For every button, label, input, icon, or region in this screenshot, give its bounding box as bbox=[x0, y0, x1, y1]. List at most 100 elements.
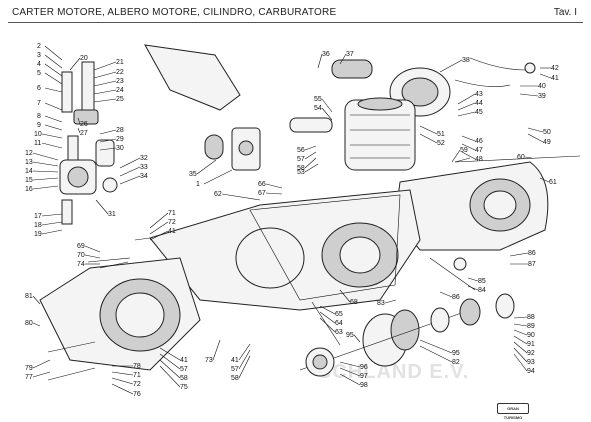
callout-label-95b: 95 bbox=[452, 350, 460, 357]
cylinder-group bbox=[289, 67, 451, 171]
callout-label-38: 38 bbox=[462, 57, 470, 64]
callout-label-82: 82 bbox=[452, 359, 460, 366]
callout-leader-57b bbox=[159, 353, 181, 370]
callout-leader-34 bbox=[119, 175, 141, 185]
callout-leader-70 bbox=[84, 254, 101, 259]
callout-leader-2 bbox=[44, 45, 63, 61]
callout-label-85: 85 bbox=[478, 278, 486, 285]
callout-label-72a: 72 bbox=[168, 219, 176, 226]
callout-label-8: 8 bbox=[37, 113, 41, 120]
intake-group bbox=[144, 44, 261, 171]
callout-label-19: 19 bbox=[34, 231, 42, 238]
callout-leader-19 bbox=[41, 229, 63, 235]
callout-label-73: 73 bbox=[205, 357, 213, 364]
callout-leader-80 bbox=[32, 322, 41, 327]
callout-leader-48 bbox=[461, 151, 476, 160]
callout-leader-45 bbox=[457, 111, 476, 117]
callout-leader-56 bbox=[304, 145, 317, 151]
callout-leader-68 bbox=[339, 289, 351, 303]
callout-label-30: 30 bbox=[116, 145, 124, 152]
callout-label-67: 67 bbox=[258, 190, 266, 197]
callout-label-43: 43 bbox=[475, 91, 483, 98]
callout-label-41c: 41 bbox=[180, 357, 188, 364]
callout-label-58a: 58 bbox=[297, 165, 305, 172]
logo-text: GRAN TURISMO bbox=[503, 406, 523, 420]
callout-leader-88 bbox=[513, 316, 528, 319]
callout-leader-28 bbox=[99, 129, 117, 135]
callout-leader-44 bbox=[457, 102, 476, 111]
callout-leader-25 bbox=[93, 98, 117, 103]
callout-leader-53 bbox=[304, 163, 319, 173]
callout-leader-8 bbox=[44, 115, 63, 123]
callout-leader-85 bbox=[467, 277, 479, 282]
callout-label-71b: 71 bbox=[133, 372, 141, 379]
callout-label-74: 74 bbox=[77, 261, 85, 268]
callout-leader-60 bbox=[524, 156, 533, 159]
callout-label-16: 16 bbox=[25, 186, 33, 193]
callout-leader-31 bbox=[95, 199, 109, 215]
callout-leader-6 bbox=[44, 87, 63, 93]
callout-label-26: 26 bbox=[80, 121, 88, 128]
callout-label-21: 21 bbox=[116, 59, 124, 66]
callout-leader-3 bbox=[44, 54, 63, 69]
callout-label-97: 97 bbox=[360, 373, 368, 380]
callout-label-49: 49 bbox=[543, 139, 551, 146]
callout-label-3: 3 bbox=[37, 52, 41, 59]
callout-label-92: 92 bbox=[527, 350, 535, 357]
callout-label-47: 47 bbox=[475, 147, 483, 154]
callout-leader-7 bbox=[44, 102, 63, 111]
callout-leader-79 bbox=[32, 359, 51, 369]
callout-label-91: 91 bbox=[527, 341, 535, 348]
callout-leader-75 bbox=[159, 365, 181, 388]
callout-leader-82 bbox=[419, 345, 453, 363]
callout-leader-57a bbox=[304, 151, 317, 160]
callout-leader-5 bbox=[44, 72, 63, 85]
callout-label-52: 52 bbox=[437, 140, 445, 147]
callout-label-34: 34 bbox=[140, 173, 148, 180]
callout-label-55: 55 bbox=[314, 96, 322, 103]
callout-label-64: 64 bbox=[335, 320, 343, 327]
callout-leader-41d bbox=[238, 343, 251, 361]
callout-label-78: 78 bbox=[133, 363, 141, 370]
callout-leader-58a bbox=[304, 157, 317, 169]
callout-label-88: 88 bbox=[527, 314, 535, 321]
callout-leader-14 bbox=[32, 170, 59, 173]
center-crankcase bbox=[149, 189, 421, 311]
callout-label-4: 4 bbox=[37, 61, 41, 68]
callout-leader-23 bbox=[93, 80, 117, 87]
callout-leader-4 bbox=[44, 63, 63, 77]
callout-label-63: 63 bbox=[335, 329, 343, 336]
callout-labels: 2345678910111213141516171819202122232425… bbox=[25, 43, 559, 398]
callout-label-95: 95 bbox=[346, 332, 354, 339]
callout-leader-20 bbox=[69, 57, 81, 71]
callout-leader-33 bbox=[119, 166, 141, 177]
callout-leader-67 bbox=[265, 192, 283, 195]
callout-leader-61 bbox=[539, 177, 550, 183]
callout-label-15: 15 bbox=[25, 177, 33, 184]
callout-label-1: 1 bbox=[196, 181, 200, 188]
callout-label-11: 11 bbox=[34, 140, 41, 147]
callout-leader-71b bbox=[111, 371, 134, 376]
callout-leader-58b bbox=[159, 359, 181, 379]
callout-leader-30 bbox=[99, 147, 117, 151]
callout-label-54: 54 bbox=[314, 105, 322, 112]
callout-leader-89 bbox=[513, 323, 528, 327]
callout-label-58b: 58 bbox=[180, 375, 188, 382]
callout-leader-65 bbox=[319, 305, 336, 315]
callout-label-25: 25 bbox=[116, 96, 124, 103]
callout-leader-36 bbox=[317, 53, 323, 69]
callout-label-94: 94 bbox=[527, 368, 535, 375]
callout-label-27: 27 bbox=[80, 130, 88, 137]
callout-leader-63 bbox=[319, 317, 336, 333]
callout-label-41d: 41 bbox=[231, 357, 239, 364]
callout-label-39: 39 bbox=[538, 93, 546, 100]
callout-label-7: 7 bbox=[37, 100, 41, 107]
callout-leader-52 bbox=[419, 133, 438, 144]
callout-label-32: 32 bbox=[140, 155, 148, 162]
left-crankcase-cover bbox=[39, 257, 201, 381]
callout-label-17: 17 bbox=[34, 213, 42, 220]
callout-label-86a: 86 bbox=[528, 250, 536, 257]
callout-leader-27 bbox=[77, 127, 81, 134]
callout-label-98: 98 bbox=[360, 382, 368, 389]
callout-leader-49 bbox=[527, 133, 544, 143]
